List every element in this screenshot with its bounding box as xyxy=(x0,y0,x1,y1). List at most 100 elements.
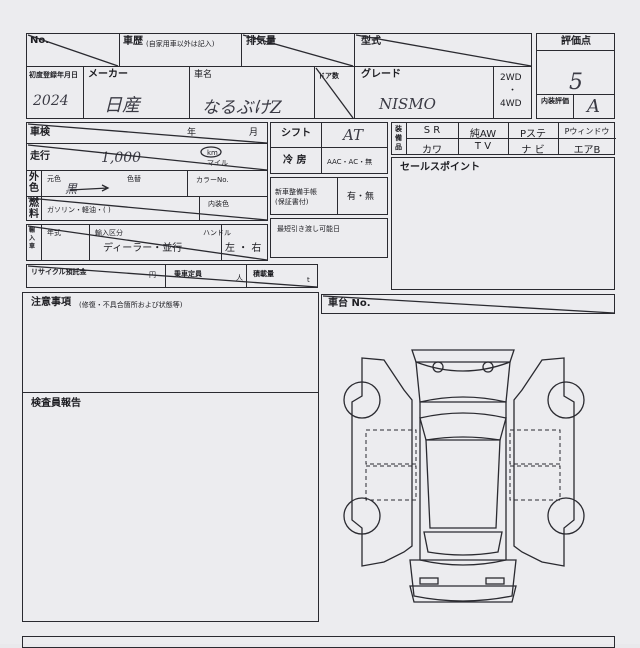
orig-color-label: 元色 xyxy=(47,175,61,183)
no-strike-line xyxy=(27,34,119,67)
model-strike-line xyxy=(355,34,532,67)
fuel-strike-line xyxy=(27,197,268,221)
maker-value: 日産 xyxy=(104,95,140,116)
load-unit: t xyxy=(307,276,310,284)
km-label: km xyxy=(207,149,218,157)
interior-eval-label: 内装評価 xyxy=(541,97,569,105)
interior-color-label: 内装色 xyxy=(208,200,229,208)
shaken-month: 月 xyxy=(249,128,259,138)
chassis-label: 車台 No. xyxy=(328,298,371,309)
load-label: 積載量 xyxy=(253,270,274,278)
wheel-front-left xyxy=(343,381,381,419)
first-reg-label: 初度登録年月日 xyxy=(29,71,78,79)
import-strike-line xyxy=(27,225,268,261)
wheel-rear-right xyxy=(547,497,585,535)
drive-cell: 2WD ・ 4WD xyxy=(493,66,532,119)
short-delivery-cell: 最短引き渡し可能日 xyxy=(270,218,388,258)
sales-point-cell: セールスポイント xyxy=(391,157,615,290)
hood xyxy=(415,361,511,403)
mileage-strike-line xyxy=(27,144,268,171)
four-wd-label: 4WD xyxy=(500,99,522,109)
model-label: 型式 xyxy=(361,36,381,47)
car-diagram xyxy=(343,349,585,603)
displacement-label: 排気量 xyxy=(246,36,276,47)
drive-dot: ・ xyxy=(508,86,518,96)
taillight-left xyxy=(419,577,439,585)
fuel-options: ガソリン・軽油・( ) xyxy=(47,206,111,214)
import-car-label: 輸入車 xyxy=(29,227,36,250)
sales-point-label: セールスポイント xyxy=(400,162,480,173)
first-reg-year: 2024 xyxy=(33,93,69,109)
year-style-label: 年式 xyxy=(47,229,61,237)
interior-eval-value: A xyxy=(587,96,600,117)
car-name-label: 車名 xyxy=(194,70,213,80)
shaken-label: 車検 xyxy=(30,127,50,138)
car-name-value: なるぶけZ xyxy=(202,98,282,118)
two-wd-label: 2WD xyxy=(500,73,522,83)
equip-airbag: エアB xyxy=(573,145,601,156)
headlight-left xyxy=(432,361,444,373)
history-note: (自家用車以外は記入) xyxy=(146,40,215,48)
load-cell: 積載量 t xyxy=(246,264,318,288)
dealer-options: ディーラー・並行 xyxy=(103,243,183,254)
short-delivery-label: 最短引き渡し可能日 xyxy=(277,225,340,233)
mile-label: マイル xyxy=(207,159,228,167)
wheel-front-right xyxy=(547,381,585,419)
aircon-label: 冷 房 xyxy=(283,155,307,166)
history-label: 車歴 xyxy=(123,36,143,47)
color-value: 黒 xyxy=(65,182,78,196)
equip-navi: ナ ビ xyxy=(521,145,545,156)
warranty-label: (保証書付) xyxy=(275,198,309,206)
equipment-cell: 装備品 S R 純AW Pステ Pウィンドウ カワ T V ナ ビ エアB xyxy=(391,122,616,156)
equip-leather: カワ xyxy=(422,145,442,156)
shift-label: シフト xyxy=(281,128,311,139)
rear-bumper xyxy=(409,585,517,603)
new-car-manual-cell: 新車整備手帳 (保証書付) 有・無 xyxy=(270,177,388,215)
persons-label: 人 xyxy=(236,274,243,282)
equip-pwindow: Pウィンドウ xyxy=(564,127,610,136)
color-arrow xyxy=(69,187,109,191)
grade-value: NISMO xyxy=(379,95,436,113)
eval-score-label: 評価点 xyxy=(561,36,591,47)
equipment-label: 装備品 xyxy=(395,125,402,151)
manual-yes-no: 有・無 xyxy=(347,192,375,202)
color-change-label: 色替 xyxy=(127,175,141,183)
outer-color-label: 外色 xyxy=(29,172,39,194)
windshield xyxy=(419,412,507,441)
headlight-right xyxy=(482,361,494,373)
trunk xyxy=(409,559,517,602)
new-car-manual-label: 新車整備手帳 xyxy=(275,188,317,196)
maker-label: メーカー xyxy=(88,69,128,80)
maker-cell: メーカー 日産 xyxy=(83,66,190,119)
grade-label: グレード xyxy=(361,69,401,80)
shift-value: AT xyxy=(343,126,364,144)
shaken-strike-line xyxy=(27,123,268,144)
aircon-options: AAC・AC・無 xyxy=(327,158,373,166)
roof xyxy=(425,439,501,529)
equip-sr: S R xyxy=(423,125,441,136)
notes-label: 注意事項 xyxy=(31,297,71,308)
mileage-label: 走行 xyxy=(30,151,50,162)
recycle-label: リサイクル預託金 xyxy=(31,268,87,276)
shaken-year: 年 xyxy=(187,128,197,138)
import-class-label: 輸入区分 xyxy=(95,229,123,237)
lr-options: 左 ・ 右 xyxy=(225,243,262,254)
km-circle xyxy=(200,146,222,158)
notes-sub-label: (修復・不具合箇所および状態等) xyxy=(79,301,183,309)
capacity-label: 乗車定員 xyxy=(174,270,202,278)
doors-strike-line xyxy=(315,67,354,119)
left-side-panel xyxy=(351,357,413,567)
rear-glass xyxy=(423,531,503,556)
fuel-label: 燃料 xyxy=(29,198,39,220)
chassis-cell: 車台 No. xyxy=(321,294,615,314)
handle-label: ハンドル xyxy=(203,229,231,237)
taillight-right xyxy=(485,577,505,585)
doors-label: ドア数 xyxy=(318,72,339,80)
front-bumper xyxy=(411,349,515,363)
import-cell: 輸入車 年式 輸入区分 ハンドル ディーラー・並行 左 ・ 右 xyxy=(26,224,268,261)
equip-psteer: Pステ xyxy=(519,129,547,140)
eval-score-value: 5 xyxy=(569,70,583,95)
equip-tv: T V xyxy=(474,141,492,152)
right-side-panel xyxy=(513,357,575,567)
